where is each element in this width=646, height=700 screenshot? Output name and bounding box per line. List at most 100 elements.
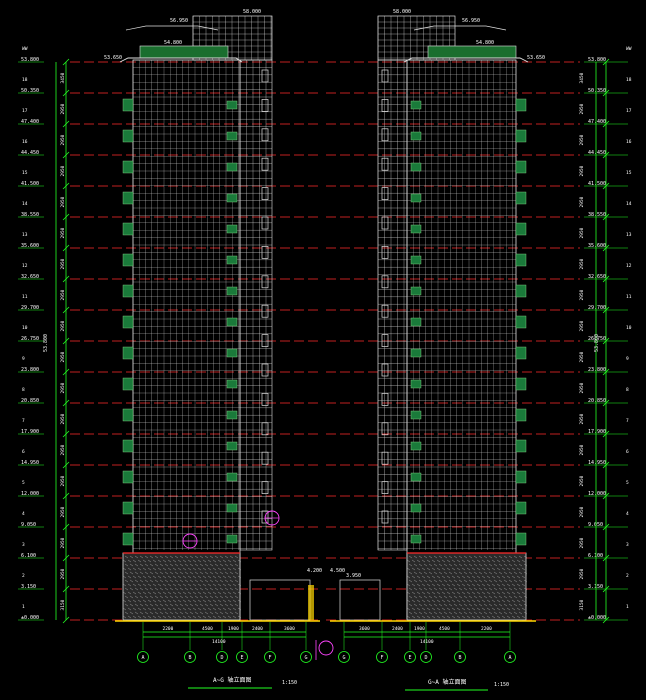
- stone-texture-left: [124, 595, 129, 599]
- stone-texture-right: [408, 579, 413, 583]
- stone-texture-right: [411, 575, 416, 579]
- stone-texture-left: [179, 587, 184, 591]
- stone-texture-left: [149, 579, 154, 583]
- stone-texture-right: [431, 615, 436, 619]
- stone-texture-left: [207, 559, 212, 563]
- stone-texture-right: [463, 603, 468, 607]
- stone-texture-left: [219, 563, 224, 567]
- bay-dim-right: 2400: [392, 626, 403, 632]
- stone-texture-left: [187, 615, 192, 619]
- balcony-left: [122, 532, 134, 546]
- stone-texture-right: [471, 583, 476, 587]
- core-window-right: [381, 334, 389, 347]
- stone-texture-right: [451, 615, 456, 619]
- stone-texture-left: [177, 575, 182, 579]
- stone-texture-right: [516, 599, 521, 603]
- stone-texture-left: [219, 579, 224, 583]
- axis-bubble-right: [420, 651, 432, 663]
- stone-texture-left: [174, 579, 179, 583]
- stone-texture-left: [189, 555, 194, 559]
- stone-texture-left: [172, 583, 177, 587]
- bay-dim-left: 2400: [252, 626, 263, 632]
- stone-texture-right: [416, 559, 421, 563]
- stone-texture-left: [179, 555, 184, 559]
- stone-texture-left: [214, 611, 219, 615]
- balcony-left: [122, 222, 134, 236]
- floor-tag-left: 1: [22, 604, 25, 610]
- stone-texture-left: [202, 591, 207, 595]
- stone-texture-left: [164, 611, 169, 615]
- stone-texture-right: [416, 583, 421, 587]
- stone-texture-right: [493, 595, 498, 599]
- stone-texture-left: [164, 571, 169, 575]
- stone-texture-right: [453, 595, 458, 599]
- stone-texture-left: [132, 615, 137, 619]
- stone-texture-right: [473, 579, 478, 583]
- level-label-left: 20.850: [21, 398, 39, 404]
- stone-texture-left: [127, 607, 132, 611]
- stone-texture-right: [473, 603, 478, 607]
- stone-texture-right: [451, 607, 456, 611]
- stone-texture-left: [177, 607, 182, 611]
- stone-texture-left: [222, 559, 227, 563]
- roof-canopy-right: [413, 25, 507, 31]
- stone-texture-left: [222, 567, 227, 571]
- balcony-left: [122, 284, 134, 298]
- stone-texture-right: [451, 591, 456, 595]
- floor-tag-left: 8: [22, 387, 25, 393]
- floor-tag-right: 5: [626, 480, 629, 486]
- stone-texture-right: [521, 567, 526, 571]
- core-window-right: [381, 128, 389, 142]
- stone-texture-left: [194, 563, 199, 567]
- floor-tag-left: 3: [22, 542, 25, 548]
- stone-texture-left: [197, 575, 202, 579]
- stone-texture-right: [473, 571, 478, 575]
- stone-texture-right: [443, 563, 448, 567]
- stone-texture-left: [192, 591, 197, 595]
- stone-texture-right: [511, 567, 516, 571]
- stone-texture-right: [516, 559, 521, 563]
- core-window-left: [261, 69, 269, 83]
- stone-texture-left: [204, 579, 209, 583]
- stone-texture-left: [209, 587, 214, 591]
- stone-texture-left: [234, 587, 239, 591]
- stone-texture-left: [169, 555, 174, 559]
- core-window-right: [381, 246, 389, 259]
- floor-height-right: 2950: [579, 227, 585, 238]
- core-window-left: [261, 422, 269, 436]
- balcony-left: [122, 501, 134, 515]
- stone-texture-right: [488, 571, 493, 575]
- stone-texture-right: [483, 571, 488, 575]
- stone-texture-left: [212, 567, 217, 571]
- stone-texture-right: [448, 571, 453, 575]
- stone-texture-right: [436, 583, 441, 587]
- stone-texture-right: [521, 575, 526, 579]
- stone-texture-right: [523, 555, 528, 559]
- level-label-right: 38.550: [588, 212, 606, 218]
- stone-texture-left: [214, 555, 219, 559]
- stone-texture-right: [411, 591, 416, 595]
- axis-bubble-right: [376, 651, 388, 663]
- stone-texture-left: [214, 587, 219, 591]
- stone-texture-right: [423, 595, 428, 599]
- level-label-right: 9.050: [588, 522, 603, 528]
- stone-texture-right: [421, 615, 426, 619]
- stone-texture-left: [199, 587, 204, 591]
- axis-label-left: G: [304, 655, 307, 661]
- stone-texture-left: [212, 583, 217, 587]
- dim-tick-right: [602, 399, 610, 407]
- stone-texture-left: [177, 559, 182, 563]
- axis-bubble-right: [338, 651, 350, 663]
- stone-texture-left: [169, 595, 174, 599]
- stone-texture-right: [436, 559, 441, 563]
- stone-texture-left: [174, 587, 179, 591]
- balcony-inner-right: [410, 348, 422, 358]
- stone-texture-right: [461, 591, 466, 595]
- stone-texture-left: [152, 615, 157, 619]
- stone-texture-right: [428, 587, 433, 591]
- balcony-left: [122, 253, 134, 267]
- stone-texture-left: [159, 579, 164, 583]
- stone-texture-left: [227, 583, 232, 587]
- stone-texture-right: [423, 563, 428, 567]
- stone-texture-right: [478, 611, 483, 615]
